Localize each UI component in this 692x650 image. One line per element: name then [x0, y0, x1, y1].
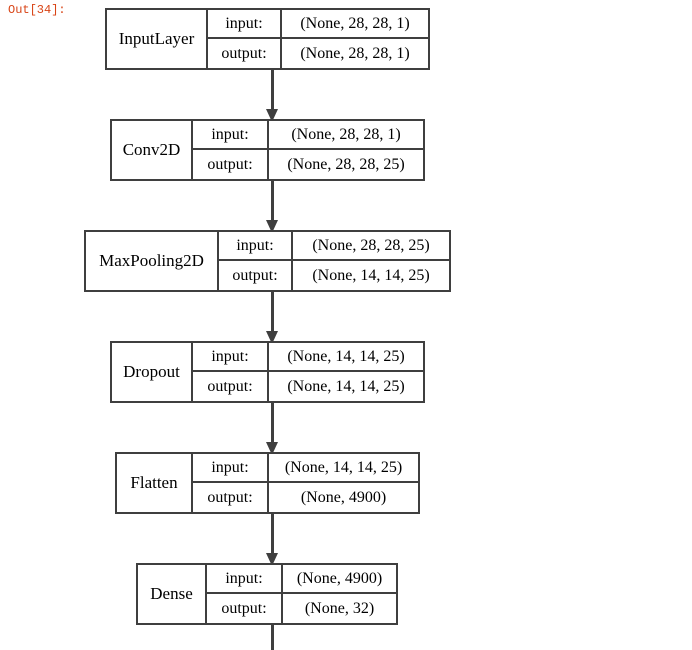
edge-maxpooling2d-to-dropout: [266, 292, 278, 344]
edge-line: [271, 181, 274, 220]
edge-line: [271, 403, 274, 442]
input-shape-value: (None, 28, 28, 25): [312, 236, 430, 254]
edge-arrowhead: [266, 331, 278, 344]
edge-arrowhead: [266, 442, 278, 455]
edge-line: [271, 292, 274, 331]
output-label: output:: [193, 372, 269, 401]
edge-line: [271, 514, 274, 553]
edge-line: [271, 625, 274, 650]
input-label: input:: [193, 121, 269, 148]
layer-io-table: input: (None, 28, 28, 25) output: (None,…: [219, 232, 449, 290]
output-shape-value: (None, 4900): [300, 488, 387, 506]
layer-node-flatten: Flatten input: (None, 14, 14, 25) output…: [115, 452, 420, 514]
input-label: input:: [193, 343, 269, 370]
layer-input-row: input: (None, 28, 28, 1): [208, 10, 428, 39]
output-shape-value: (None, 32): [304, 599, 375, 617]
edge-line: [271, 70, 274, 109]
output-label: output:: [207, 594, 283, 623]
edge-arrowhead: [266, 553, 278, 566]
layer-name: MaxPooling2D: [86, 232, 219, 290]
layer-input-row: input: (None, 14, 14, 25): [193, 343, 423, 372]
input-shape-value: (None, 14, 14, 25): [284, 458, 403, 476]
layer-input-row: input: (None, 28, 28, 1): [193, 121, 423, 150]
layer-node-maxpooling2d: MaxPooling2D input: (None, 28, 28, 25) o…: [84, 230, 451, 292]
input-shape-value: (None, 28, 28, 1): [300, 14, 410, 32]
output-label: output:: [193, 150, 269, 179]
layer-output-row: output: (None, 14, 14, 25): [193, 372, 423, 401]
layer-input-row: input: (None, 14, 14, 25): [193, 454, 418, 483]
layer-io-table: input: (None, 4900) output: (None, 32): [207, 565, 396, 623]
layer-name: InputLayer: [107, 10, 208, 68]
layer-node-dropout: Dropout input: (None, 14, 14, 25) output…: [110, 341, 425, 403]
input-label: input:: [208, 10, 282, 37]
output-shape-value: (None, 28, 28, 25): [287, 155, 405, 173]
edge-conv2d-to-maxpooling2d: [266, 181, 278, 233]
edge-flatten-to-dense: [266, 514, 278, 566]
edge-arrowhead: [266, 109, 278, 122]
input-shape-value: (None, 4900): [296, 569, 383, 587]
layer-input-row: input: (None, 4900): [207, 565, 396, 594]
layer-io-table: input: (None, 14, 14, 25) output: (None,…: [193, 343, 423, 401]
layer-name: Conv2D: [112, 121, 193, 179]
output-label: output:: [208, 39, 282, 68]
edge-dense-to-next: [271, 625, 274, 650]
layer-output-row: output: (None, 14, 14, 25): [219, 261, 449, 290]
layer-io-table: input: (None, 28, 28, 1) output: (None, …: [208, 10, 428, 68]
edge-arrowhead: [266, 220, 278, 233]
layer-io-table: input: (None, 28, 28, 1) output: (None, …: [193, 121, 423, 179]
layer-name: Dense: [138, 565, 207, 623]
input-label: input:: [207, 565, 283, 592]
input-shape-value: (None, 14, 14, 25): [287, 347, 405, 365]
layer-name: Flatten: [117, 454, 193, 512]
layer-input-row: input: (None, 28, 28, 25): [219, 232, 449, 261]
layer-output-row: output: (None, 32): [207, 594, 396, 623]
input-shape-value: (None, 28, 28, 1): [291, 125, 401, 143]
input-label: input:: [219, 232, 293, 259]
layer-output-row: output: (None, 4900): [193, 483, 418, 512]
output-shape-value: (None, 28, 28, 1): [300, 44, 410, 62]
layer-output-row: output: (None, 28, 28, 1): [208, 39, 428, 68]
layer-io-table: input: (None, 14, 14, 25) output: (None,…: [193, 454, 418, 512]
edge-inputlayer-to-conv2d: [266, 70, 278, 122]
notebook-output-prompt: Out[34]:: [8, 3, 66, 17]
layer-node-inputlayer: InputLayer input: (None, 28, 28, 1) outp…: [105, 8, 430, 70]
input-label: input:: [193, 454, 269, 481]
layer-node-conv2d: Conv2D input: (None, 28, 28, 1) output: …: [110, 119, 425, 181]
edge-dropout-to-flatten: [266, 403, 278, 455]
output-label: output:: [219, 261, 293, 290]
output-shape-value: (None, 14, 14, 25): [312, 266, 430, 284]
output-label: output:: [193, 483, 269, 512]
output-shape-value: (None, 14, 14, 25): [287, 377, 405, 395]
layer-name: Dropout: [112, 343, 193, 401]
layer-output-row: output: (None, 28, 28, 25): [193, 150, 423, 179]
layer-node-dense: Dense input: (None, 4900) output: (None,…: [136, 563, 398, 625]
